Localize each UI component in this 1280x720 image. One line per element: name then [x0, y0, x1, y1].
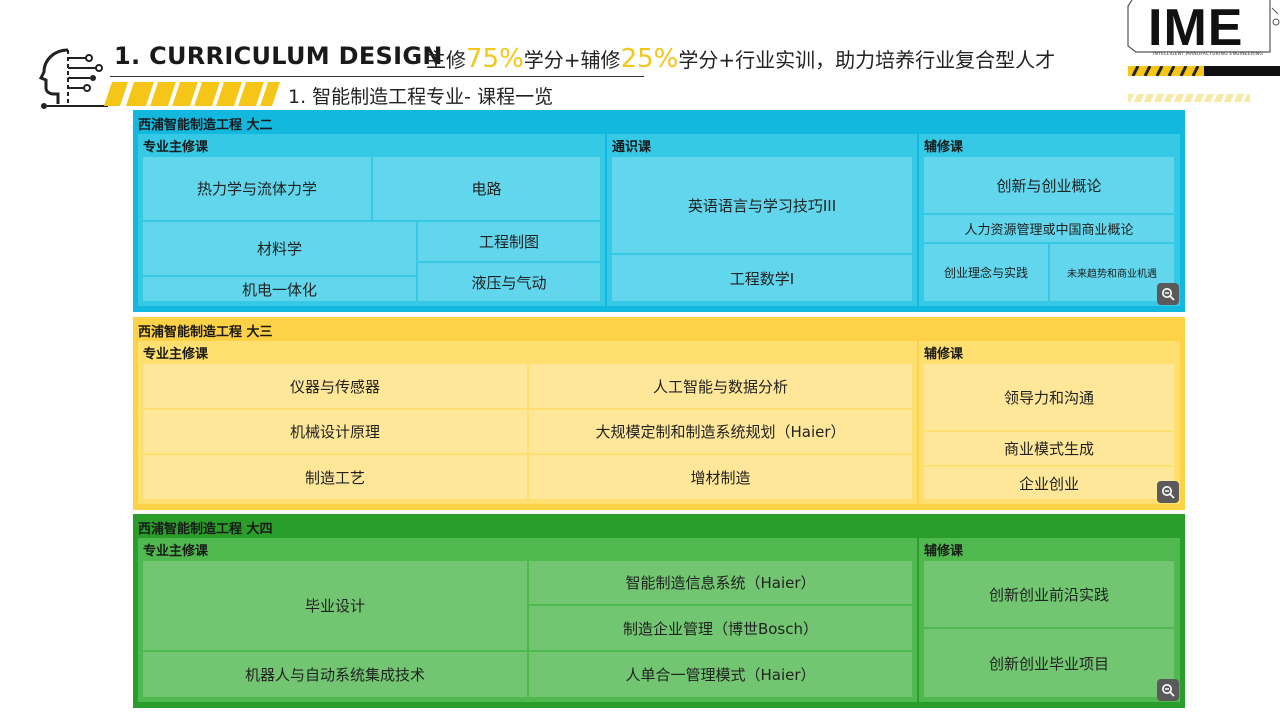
logo: IME — [1148, 0, 1244, 57]
course-cell: 创业理念与实践 — [924, 244, 1048, 301]
zoom-out-button[interactable] — [1157, 481, 1179, 503]
year4-minor-section: 辅修课 创新创业前沿实践 创新创业毕业项目 — [919, 538, 1180, 702]
course-cell: 创新创业毕业项目 — [924, 629, 1174, 697]
course-cell: 领导力和沟通 — [924, 364, 1174, 430]
course-cell: 英语语言与学习技巧III — [612, 157, 912, 253]
course-cell: 智能制造信息系统（Haier） — [529, 561, 912, 604]
yellow-stripes-decoration — [104, 82, 280, 106]
zoom-out-button[interactable] — [1157, 283, 1179, 305]
year4-minor-label: 辅修课 — [924, 544, 964, 559]
year4-title: 西浦智能制造工程 大四 — [138, 522, 273, 537]
year3-major-section: 专业主修课 仪器与传感器 人工智能与数据分析 机械设计原理 大规模定制和制造系统… — [138, 341, 917, 504]
course-cell: 大规模定制和制造系统规划（Haier） — [529, 410, 912, 453]
circuit-head-icon — [38, 48, 108, 109]
course-cell: 毕业设计 — [143, 561, 527, 650]
year3-major-label: 专业主修课 — [143, 347, 209, 362]
course-cell: 工程数学I — [612, 255, 912, 301]
year4-panel: 西浦智能制造工程 大四 专业主修课 毕业设计 智能制造信息系统（Haier） 制… — [133, 514, 1185, 708]
year2-title: 西浦智能制造工程 大二 — [138, 118, 273, 133]
year2-general-label: 通识课 — [612, 140, 652, 155]
zoom-out-icon — [1162, 288, 1175, 301]
tagline-pct1: 75% — [466, 44, 524, 74]
logo-stripes-decoration-2 — [1128, 94, 1250, 102]
course-cell: 热力学与流体力学 — [143, 157, 371, 220]
year3-minor-section: 辅修课 领导力和沟通 商业模式生成 企业创业 — [919, 341, 1180, 504]
course-cell: 创新创业前沿实践 — [924, 561, 1174, 627]
zoom-out-button[interactable] — [1157, 679, 1179, 701]
year2-major-label: 专业主修课 — [143, 140, 209, 155]
course-cell: 未来趋势和商业机遇 — [1050, 244, 1174, 301]
course-cell: 仪器与传感器 — [143, 364, 527, 408]
course-cell: 机械设计原理 — [143, 410, 527, 453]
tagline-pct2: 25% — [620, 44, 679, 74]
tagline-part3: 学分+行业实训，助力培养行业复合型人才 — [678, 48, 1056, 72]
course-cell: 液压与气动 — [418, 263, 600, 301]
course-cell: 工程制图 — [418, 222, 600, 261]
course-cell: 企业创业 — [924, 467, 1174, 499]
page-title: 1. CURRICULUM DESIGN — [114, 42, 443, 70]
year2-panel: 西浦智能制造工程 大二 专业主修课 热力学与流体力学 电路 材料学 工程制图 机… — [133, 110, 1185, 312]
year3-minor-label: 辅修课 — [924, 347, 964, 362]
year4-major-label: 专业主修课 — [143, 544, 209, 559]
course-cell: 材料学 — [143, 222, 416, 275]
year2-major-section: 专业主修课 热力学与流体力学 电路 材料学 工程制图 机电一体化 液压与气动 — [138, 134, 605, 306]
course-cell: 增材制造 — [529, 455, 912, 499]
tagline-part2: 学分+辅修 — [523, 48, 621, 72]
course-cell: 人力资源管理或中国商业概论 — [924, 215, 1174, 242]
course-cell: 创新与创业概论 — [924, 157, 1174, 213]
year2-minor-label: 辅修课 — [924, 140, 964, 155]
logo-frame — [1127, 0, 1280, 53]
course-cell: 人单合一管理模式（Haier） — [529, 652, 912, 697]
course-cell: 机器人与自动系统集成技术 — [143, 652, 527, 697]
logo-subtext: INTELLIGENT MANUFACTURING ENGINEERING — [1153, 52, 1264, 57]
page-subtitle: 1. 智能制造工程专业- 课程一览 — [288, 86, 554, 108]
course-cell: 机电一体化 — [143, 277, 416, 301]
year4-major-section: 专业主修课 毕业设计 智能制造信息系统（Haier） 制造企业管理（博世Bosc… — [138, 538, 917, 702]
logo-stripes-decoration — [1128, 66, 1280, 76]
page-tagline: 主修75%学分+辅修25%学分+行业实训，助力培养行业复合型人才 — [426, 44, 1055, 74]
course-cell: 制造工艺 — [143, 455, 527, 499]
course-cell: 商业模式生成 — [924, 432, 1174, 465]
header-divider — [110, 76, 644, 77]
course-cell: 电路 — [373, 157, 600, 220]
tagline-part1: 主修 — [426, 48, 466, 72]
year3-title: 西浦智能制造工程 大三 — [138, 325, 273, 340]
zoom-out-icon — [1162, 486, 1175, 499]
zoom-out-icon — [1162, 684, 1175, 697]
course-cell: 人工智能与数据分析 — [529, 364, 912, 408]
course-cell: 制造企业管理（博世Bosch） — [529, 606, 912, 650]
year2-general-section: 通识课 英语语言与学习技巧III 工程数学I — [607, 134, 917, 306]
year3-panel: 西浦智能制造工程 大三 专业主修课 仪器与传感器 人工智能与数据分析 机械设计原… — [133, 317, 1185, 510]
year2-minor-section: 辅修课 创新与创业概论 人力资源管理或中国商业概论 创业理念与实践 未来趋势和商… — [919, 134, 1180, 306]
